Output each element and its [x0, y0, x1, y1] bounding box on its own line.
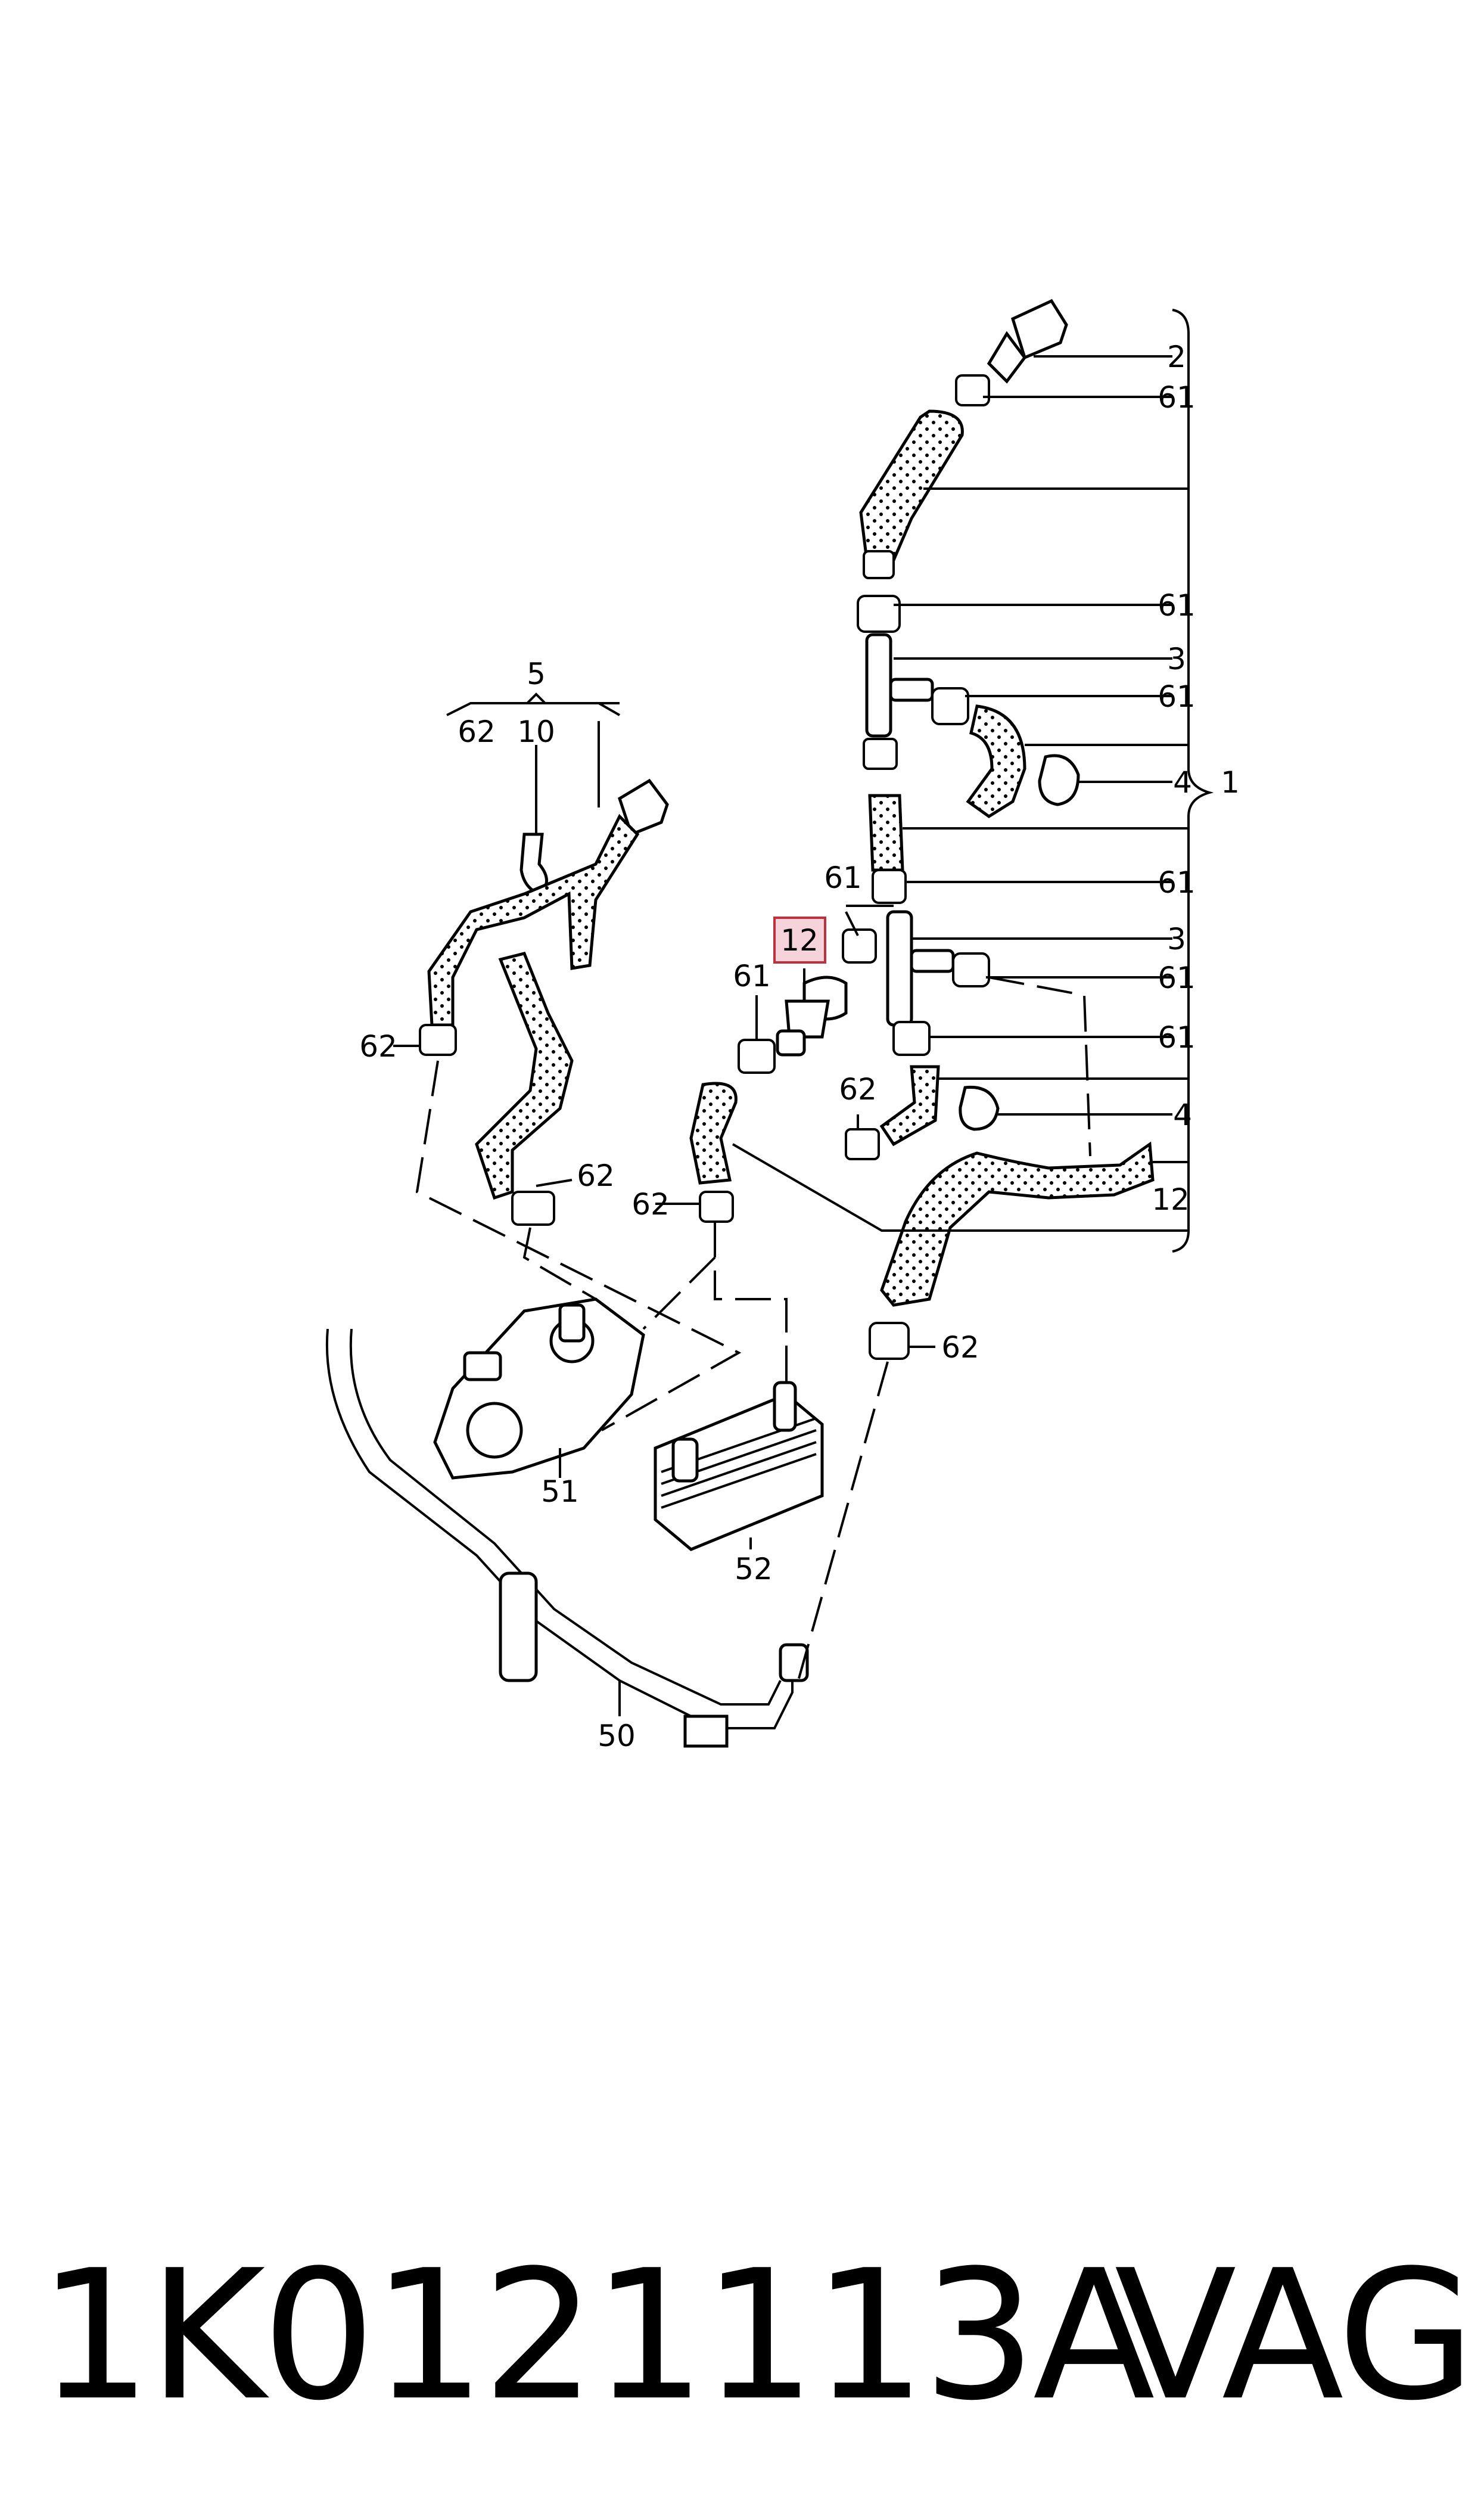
tee-3-lower — [886, 910, 913, 1027]
callout-4: 4 — [1173, 765, 1192, 800]
callout-62: 62 — [631, 1187, 670, 1222]
callout-5: 5 — [527, 657, 546, 691]
group-bracket-1 — [1172, 309, 1214, 1253]
callout-12-highlighted: 12 — [780, 923, 819, 958]
callout-62: 62 — [359, 1029, 397, 1064]
hose-12-right — [880, 1141, 1155, 1307]
dashed-routing — [415, 976, 1091, 1681]
connector-2 — [1010, 299, 1068, 360]
brand-name: VAG — [1114, 2232, 1476, 2440]
callout-12: 12 — [1152, 1182, 1190, 1217]
valve-12 — [738, 928, 877, 1074]
callout-1: 1 — [1221, 765, 1240, 800]
coolant-pipe-50 — [325, 1328, 809, 1748]
clamp-61-lower — [892, 1021, 931, 1056]
callout-61: 61 — [1158, 588, 1196, 623]
clamp-62-left — [419, 1024, 457, 1056]
clamp-61-mid — [872, 869, 907, 904]
part-number: 1K0121113A — [38, 2232, 1155, 2440]
clamp-61-tee — [931, 687, 969, 725]
hose-upper — [859, 409, 964, 562]
callout-2: 2 — [1167, 340, 1186, 374]
callout-61: 61 — [1158, 679, 1196, 714]
callout-4: 4 — [1173, 1098, 1192, 1132]
hose-lower-s — [879, 1065, 940, 1147]
clamp-61-valve — [738, 1039, 776, 1074]
callout-62: 62 — [941, 1330, 979, 1365]
clamp-62-center — [699, 1191, 734, 1223]
hose-left-lower — [475, 952, 574, 1200]
callout-51: 51 — [541, 1474, 579, 1509]
callout-3: 3 — [1167, 922, 1186, 956]
callout-50: 50 — [598, 1719, 636, 1753]
oil-cooler-52 — [654, 1381, 824, 1551]
hose-mid — [868, 794, 904, 872]
clamp-61-lower-tee — [952, 952, 990, 987]
callout-labels: 2 61 61 3 61 4 1 61 3 61 61 4 12 61 12 6… — [359, 340, 1240, 1753]
callout-3: 3 — [1167, 642, 1186, 676]
lower-tee-assembly — [845, 910, 1155, 1360]
clip-4-upper — [1038, 754, 1080, 806]
callout-62: 62 — [839, 1072, 877, 1107]
callout-61: 61 — [1158, 1020, 1196, 1055]
callout-61: 61 — [1158, 961, 1196, 995]
callout-62: 62 — [577, 1158, 615, 1193]
tee-3-upper — [865, 633, 892, 738]
parts-diagram: 2 61 61 3 61 4 1 61 3 61 61 4 12 61 12 6… — [325, 299, 1240, 1753]
clip-4-lower — [959, 1085, 1000, 1131]
clamp-61-upper-mid — [857, 595, 901, 633]
clamp-61-top — [955, 374, 990, 406]
callout-52: 52 — [735, 1552, 773, 1586]
callout-61: 61 — [733, 959, 771, 993]
callout-62: 62 — [458, 715, 496, 749]
clamp-62-mid — [511, 1191, 555, 1226]
left-hose-assembly — [419, 778, 669, 1226]
hose-left-upper — [427, 813, 640, 1027]
footer: 1K0121113A VAG — [0, 2205, 1484, 2467]
callout-61: 61 — [824, 861, 862, 895]
center-hose — [689, 1082, 738, 1223]
leader-lines — [393, 355, 1189, 1716]
hose-center — [689, 1082, 738, 1185]
part-12-highlight-box — [773, 917, 826, 964]
clamp-61-valve-top — [842, 928, 877, 964]
callout-10: 10 — [517, 715, 555, 749]
hose-upper-branch — [966, 704, 1026, 819]
callout-61: 61 — [1158, 380, 1196, 415]
clamp-62-right — [869, 1322, 910, 1360]
upper-hose-assembly — [857, 299, 1080, 904]
thermostat-housing-51 — [433, 1297, 645, 1480]
callout-61: 61 — [1158, 865, 1196, 900]
